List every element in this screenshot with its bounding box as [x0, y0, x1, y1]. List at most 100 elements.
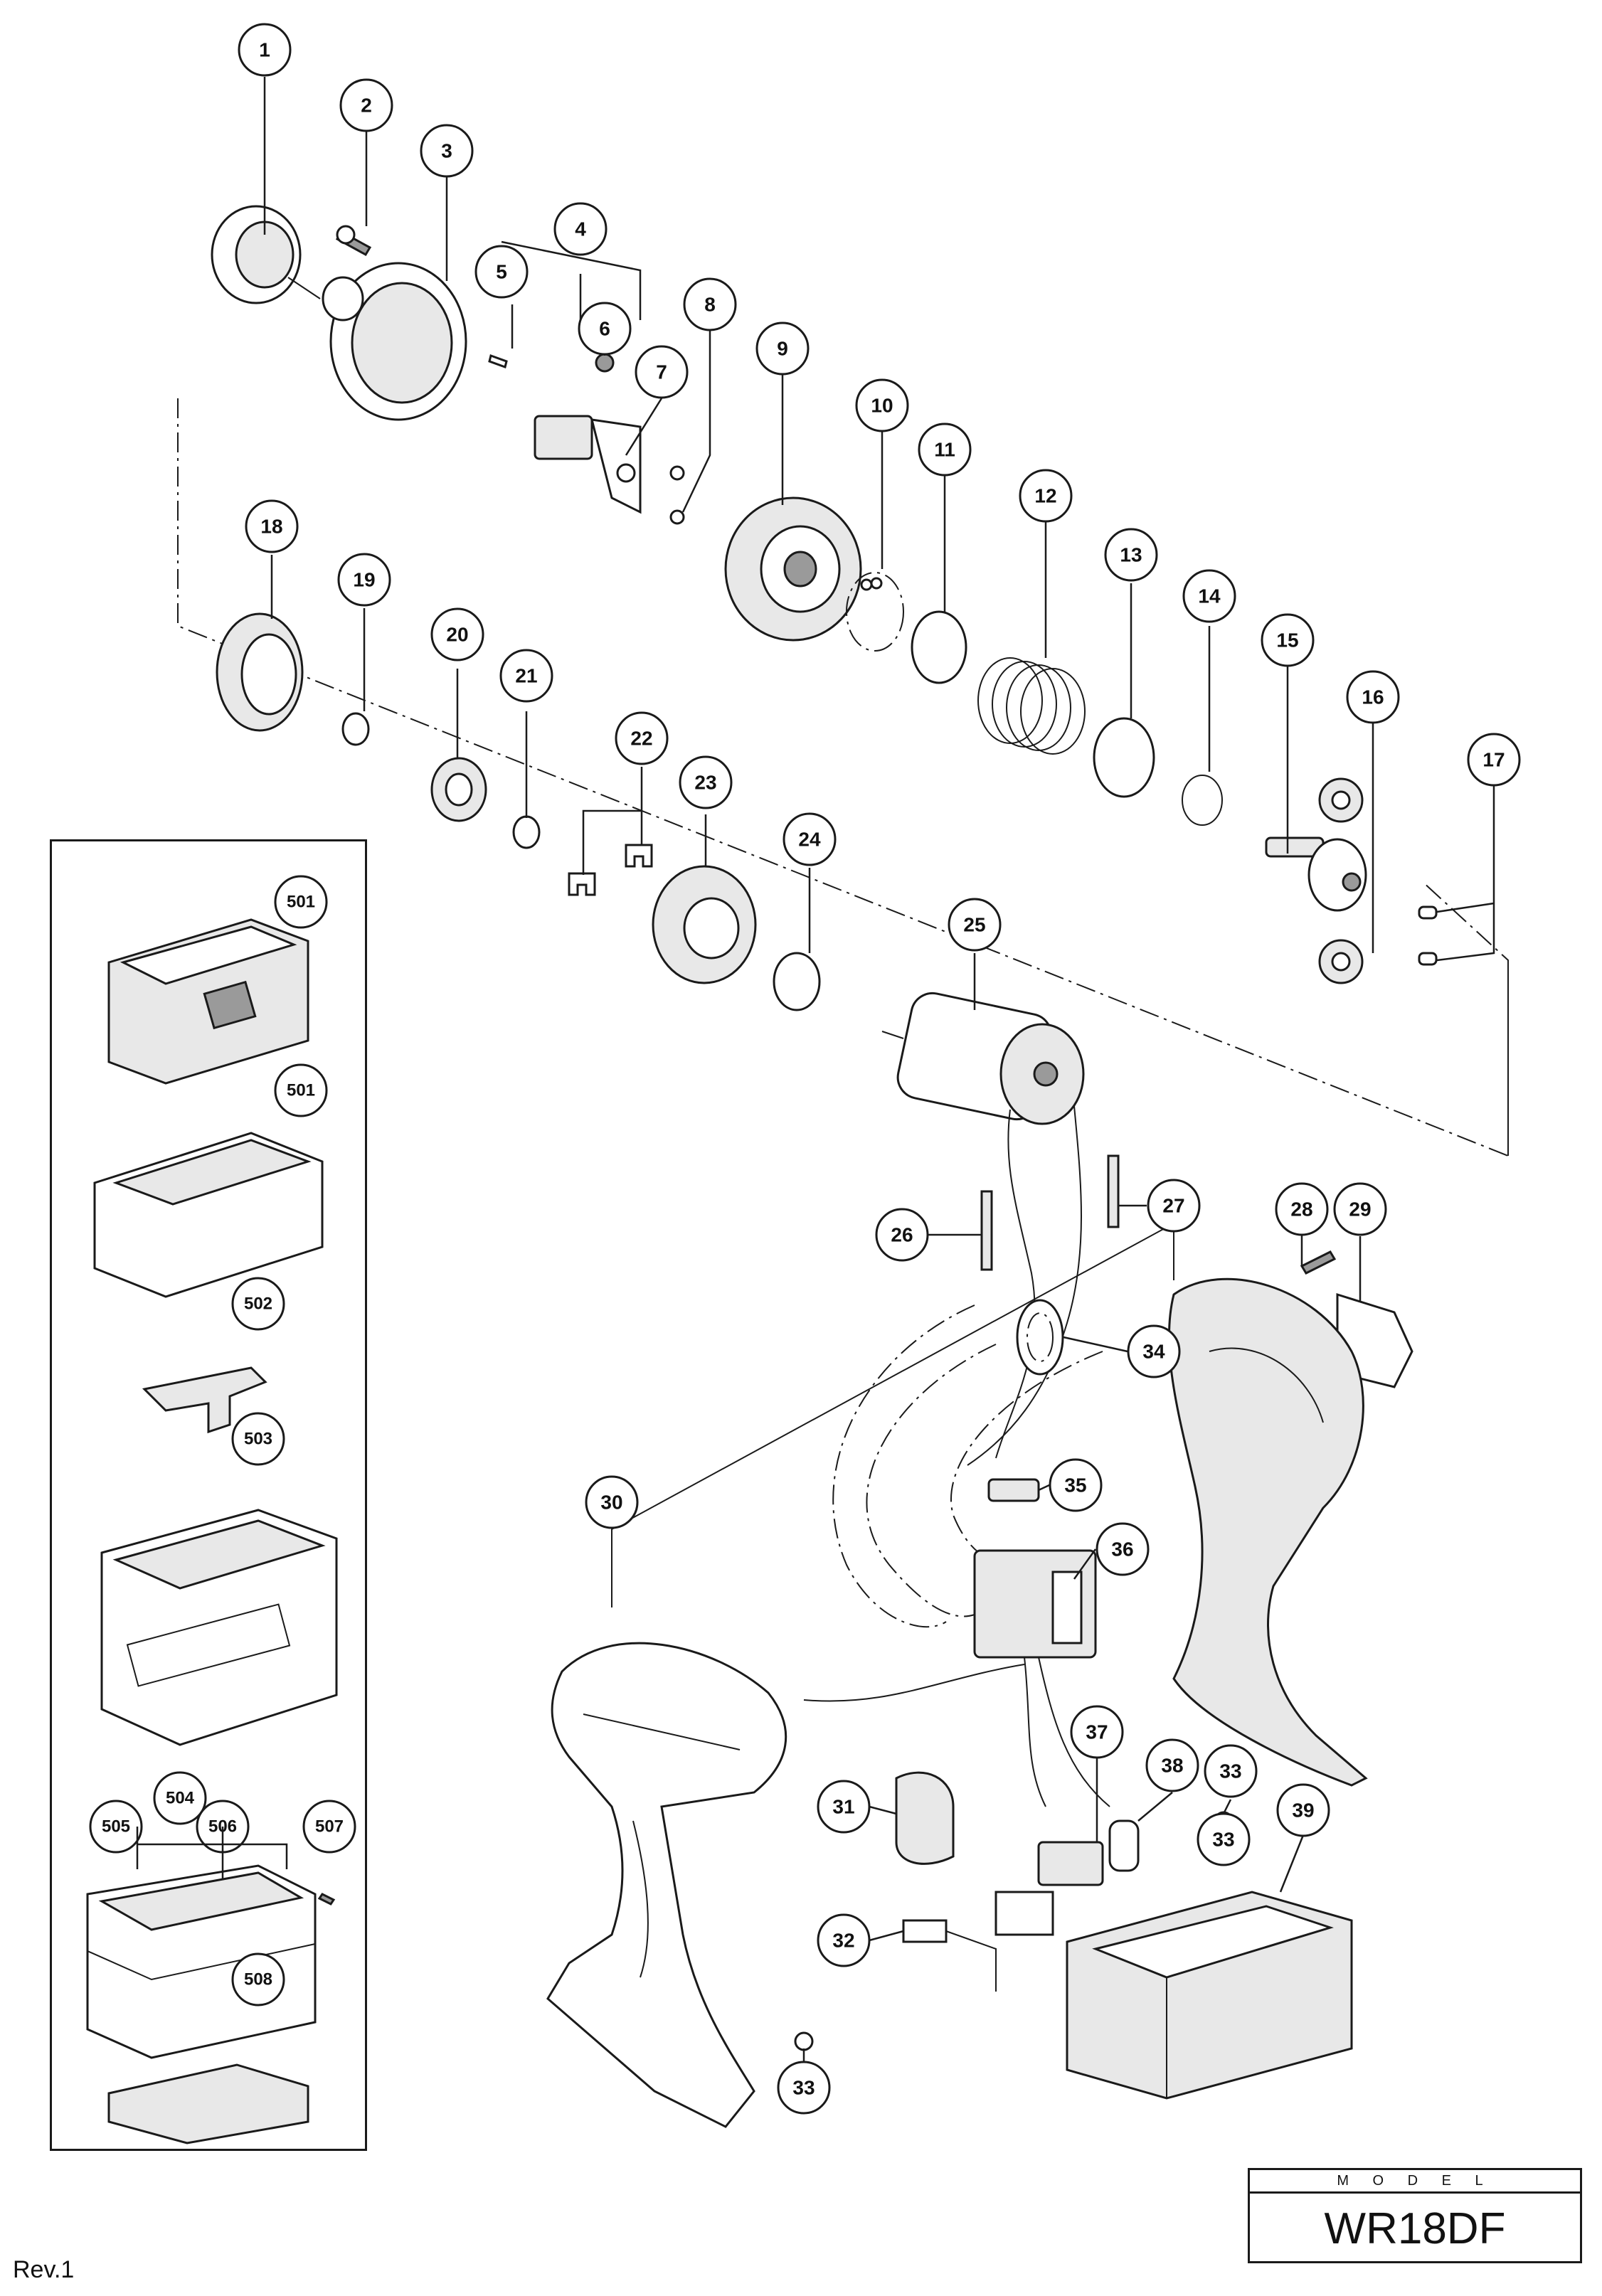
model-value: WR18DF — [1324, 2204, 1506, 2253]
part-sleeve-26 — [980, 1190, 993, 1271]
callout-33: 33 — [1204, 1744, 1258, 1798]
callout-label: 6 — [599, 318, 610, 340]
part-motor — [881, 992, 1085, 1125]
callout-23: 23 — [679, 755, 733, 809]
callout-17: 17 — [1467, 733, 1521, 787]
wire-route-3 — [950, 1351, 1103, 1563]
callout-label: 28 — [1290, 1199, 1312, 1221]
part-spring — [977, 657, 1086, 755]
part-screw-2 — [335, 225, 372, 257]
motor-wire-a — [995, 1109, 1036, 1459]
callout-label: 502 — [244, 1295, 272, 1314]
part-washer-24 — [773, 952, 821, 1011]
callout-10: 10 — [855, 378, 909, 432]
callout-label: 501 — [287, 893, 315, 912]
part-sleeve — [211, 205, 321, 304]
part-ball-8a — [669, 465, 685, 481]
callout-35: 35 — [1049, 1458, 1103, 1512]
callout-label: 505 — [102, 1817, 130, 1837]
part-washer-19 — [341, 712, 370, 746]
charger-a — [107, 918, 309, 1085]
callout-label: 18 — [260, 516, 282, 538]
part-screw-28 — [1300, 1250, 1337, 1275]
model-box: M O D E L WR18DF — [1248, 2168, 1582, 2263]
callout-label: 33 — [1219, 1760, 1241, 1782]
callout-label: 1 — [259, 39, 270, 61]
callout-label: 21 — [515, 665, 537, 687]
callouts: 1234567891011121314151617181920212223242… — [238, 23, 1521, 2115]
callout-label: 29 — [1349, 1199, 1371, 1221]
part-washer-21 — [512, 815, 541, 849]
part-housing-right — [1167, 1277, 1368, 1787]
callout-label: 14 — [1198, 585, 1221, 607]
callout-34: 34 — [1127, 1324, 1181, 1378]
callout-502: 502 — [231, 1277, 285, 1331]
callout-label: 27 — [1162, 1195, 1184, 1217]
callout-label: 508 — [244, 1970, 272, 1989]
wire-route-2 — [866, 1344, 997, 1617]
charger-b — [93, 1132, 324, 1298]
callout-label: 33 — [792, 2077, 815, 2099]
part-housing-left — [546, 1642, 787, 2128]
callout-25: 25 — [948, 898, 1002, 952]
housing-line-30 — [611, 1222, 1174, 1607]
callout-12: 12 — [1019, 469, 1073, 523]
callout-4: 4 — [553, 202, 608, 256]
callout-3: 3 — [420, 124, 474, 178]
part-ring-14 — [1182, 775, 1223, 826]
callout-30: 30 — [585, 1475, 639, 1529]
callout-label: 5 — [496, 261, 507, 283]
callout-39: 39 — [1276, 1783, 1330, 1837]
carry-case — [100, 1509, 338, 1746]
callout-28: 28 — [1275, 1182, 1329, 1236]
callout-label: 20 — [446, 624, 468, 646]
callout-label: 11 — [934, 439, 955, 461]
switch-cable — [803, 1664, 1025, 1702]
callout-2: 2 — [339, 78, 393, 132]
callout-29: 29 — [1333, 1182, 1387, 1236]
callout-label: 504 — [166, 1789, 195, 1808]
callout-32: 32 — [817, 1913, 871, 1967]
callout-18: 18 — [245, 499, 299, 553]
callout-33: 33 — [777, 2061, 831, 2115]
part-internal-gear — [216, 612, 304, 732]
callout-501: 501 — [274, 875, 328, 929]
part-capacitor-38 — [1108, 1819, 1140, 1872]
part-pin-17b — [1418, 952, 1438, 966]
callout-37: 37 — [1070, 1705, 1124, 1759]
callout-38: 38 — [1145, 1738, 1199, 1792]
callout-label: 17 — [1482, 749, 1505, 771]
part-insert-508 — [107, 2063, 309, 2144]
systainer-case — [86, 1864, 317, 2059]
part-bearing-20 — [430, 757, 487, 822]
callout-label: 34 — [1142, 1341, 1165, 1363]
part-tube-31 — [895, 1771, 955, 1865]
callout-label: 35 — [1064, 1474, 1086, 1497]
switch-wires — [1024, 1657, 1110, 1807]
callout-507: 507 — [302, 1800, 356, 1854]
revision-label: Rev.1 — [13, 2256, 75, 2283]
callout-label: 31 — [832, 1796, 854, 1818]
callout-14: 14 — [1182, 569, 1236, 623]
callout-505: 505 — [89, 1800, 143, 1854]
part-housing-23 — [652, 865, 757, 984]
callout-9: 9 — [755, 321, 810, 376]
part-hammer — [724, 496, 862, 642]
callout-label: 24 — [798, 829, 821, 851]
callout-503: 503 — [231, 1412, 285, 1466]
part-ball-8b — [669, 509, 685, 525]
callout-501: 501 — [274, 1063, 328, 1117]
callout-8: 8 — [683, 277, 737, 331]
callout-label: 23 — [694, 772, 716, 794]
part-clip-22b — [568, 872, 596, 896]
assembly-line — [177, 398, 1509, 1157]
callout-15: 15 — [1261, 613, 1315, 667]
part-sheet-32 — [902, 1919, 948, 1943]
callout-24: 24 — [783, 812, 837, 866]
part-balls-10 — [846, 572, 904, 652]
part-clip-22a — [625, 844, 653, 868]
part-spindle — [1265, 836, 1367, 912]
